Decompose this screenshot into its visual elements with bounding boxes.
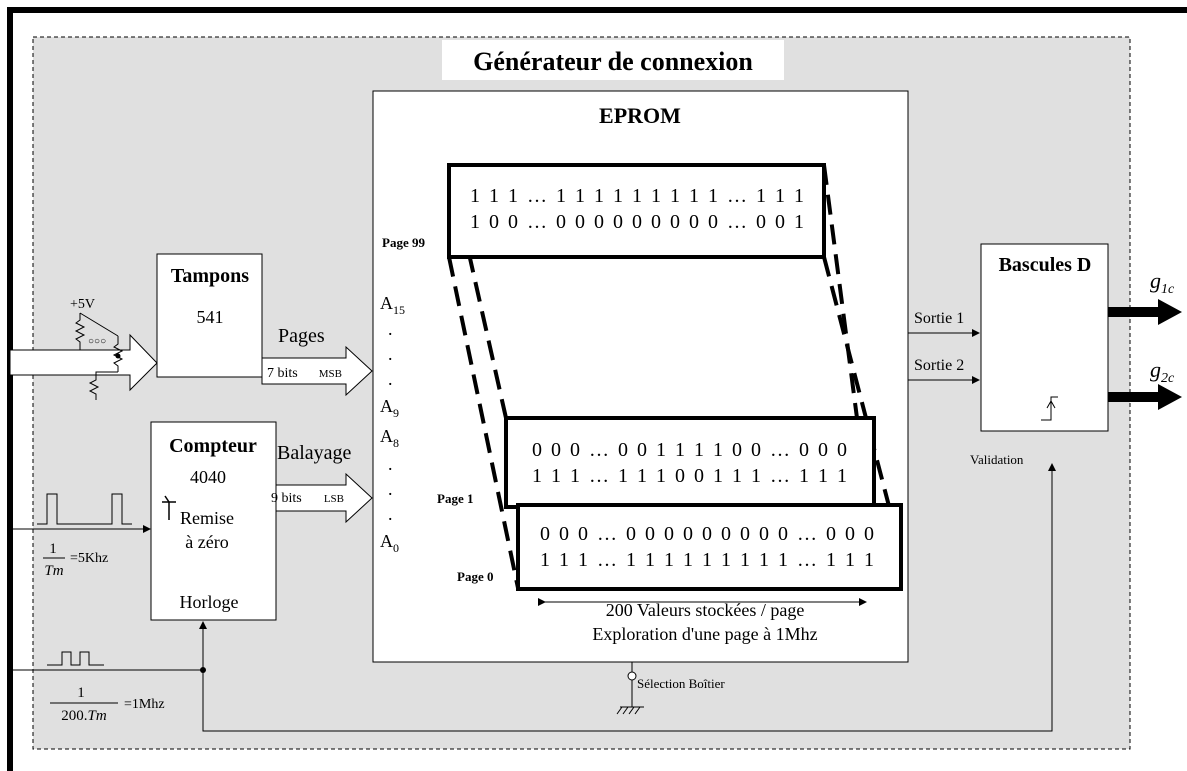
stored-values-label: 200 Valeurs stockées / page <box>606 600 805 620</box>
page-1-row1: 0 0 0 … 0 0 1 1 1 1 0 0 … 0 0 0 <box>532 439 849 461</box>
addr-dot: . <box>388 454 393 474</box>
freq2-value: =1Mhz <box>124 697 165 712</box>
pages-bus-arrow <box>261 345 373 397</box>
switch-icon <box>74 312 124 400</box>
addr-dot: . <box>388 319 393 339</box>
clock-label: Horloge <box>180 592 239 612</box>
page-99-block <box>447 163 826 259</box>
page-0-block <box>516 503 903 591</box>
bascules-title: Bascules D <box>999 254 1092 276</box>
g2c-output-arrow <box>1108 384 1182 410</box>
sortie-1-label: Sortie 1 <box>914 310 964 327</box>
eprom-title: EPROM <box>599 103 681 128</box>
page-99-label: Page 99 <box>382 235 425 250</box>
addr-dot: . <box>388 504 393 524</box>
page-99-row2: 1 0 0 … 0 0 0 0 0 0 0 0 0 … 0 0 1 <box>470 211 806 233</box>
g1c-label: g1c <box>1150 268 1175 297</box>
clock-to-bascules-wire <box>202 463 1056 732</box>
addr-a0: A0 <box>380 531 399 555</box>
balayage-bus-arrow <box>275 472 373 524</box>
pages-bits-label: 7 bits <box>267 366 298 381</box>
validation-label: Validation <box>970 452 1024 467</box>
ground-icon <box>616 706 644 715</box>
g2c-label: g2c <box>1150 357 1175 386</box>
page-1-row2: 1 1 1 … 1 1 1 0 0 1 1 1 … 1 1 1 <box>532 465 849 487</box>
title-box <box>442 40 784 80</box>
page-0-label: Page 0 <box>457 569 493 584</box>
freq1-denominator: Tm <box>44 563 63 579</box>
outer-frame <box>7 7 1187 771</box>
addr-dot: . <box>388 479 393 499</box>
compteur-block <box>150 421 277 621</box>
freq2-numerator: 1 <box>77 685 85 701</box>
clock-edge-arrow-icon <box>1046 399 1056 409</box>
chip-select-circle <box>627 671 637 681</box>
tampons-input-arrow <box>9 333 158 392</box>
page-1-block <box>504 416 876 509</box>
pulse-5khz-icon <box>37 493 132 525</box>
addr-a8: A8 <box>380 426 399 450</box>
freq1-value: =5Khz <box>70 551 108 566</box>
compteur-number: 4040 <box>190 467 226 487</box>
tampons-title: Tampons <box>171 265 249 287</box>
exploration-label: Exploration d'une page à 1Mhz <box>592 624 817 644</box>
page-0-row1: 0 0 0 … 0 0 0 0 0 0 0 0 0 … 0 0 0 <box>540 523 876 545</box>
chip-select-label: Sélection Boîtier <box>637 676 725 691</box>
vcc-label: +5V <box>70 297 95 312</box>
reset-label-2: à zéro <box>185 532 228 552</box>
switch-contacts: ○○○ <box>88 336 106 347</box>
sortie-2-label: Sortie 2 <box>914 357 964 374</box>
pulse-1mhz-icon <box>47 651 104 666</box>
reset-icon <box>162 495 176 520</box>
compteur-title: Compteur <box>169 435 257 457</box>
g1c-output-arrow <box>1108 299 1182 325</box>
addr-a15: A15 <box>380 293 405 317</box>
pages-bus-label: Pages <box>278 325 325 347</box>
clock-edge-icon <box>1041 396 1058 421</box>
freq1-numerator: 1 <box>49 541 57 557</box>
addr-dot: . <box>388 344 393 364</box>
tampons-block <box>156 253 263 378</box>
freq2-denominator: 200.Tm <box>61 708 107 724</box>
balayage-bits-label: 9 bits <box>271 491 302 506</box>
lsb-label: LSB <box>324 493 344 505</box>
addr-a9: A9 <box>380 396 399 420</box>
page-title: Générateur de connexion <box>473 47 753 76</box>
page-0-row2: 1 1 1 … 1 1 1 1 1 1 1 1 1 … 1 1 1 <box>540 549 876 571</box>
tampons-number: 541 <box>197 307 224 327</box>
page-1-label: Page 1 <box>437 491 473 506</box>
msb-label: MSB <box>319 368 342 380</box>
page-99-row1: 1 1 1 … 1 1 1 1 1 1 1 1 1 … 1 1 1 <box>470 185 806 207</box>
reset-label-1: Remise <box>180 508 234 528</box>
balayage-bus-label: Balayage <box>277 442 352 464</box>
bascules-block <box>980 243 1109 432</box>
switch-node <box>115 353 121 359</box>
addr-dot: . <box>388 369 393 389</box>
